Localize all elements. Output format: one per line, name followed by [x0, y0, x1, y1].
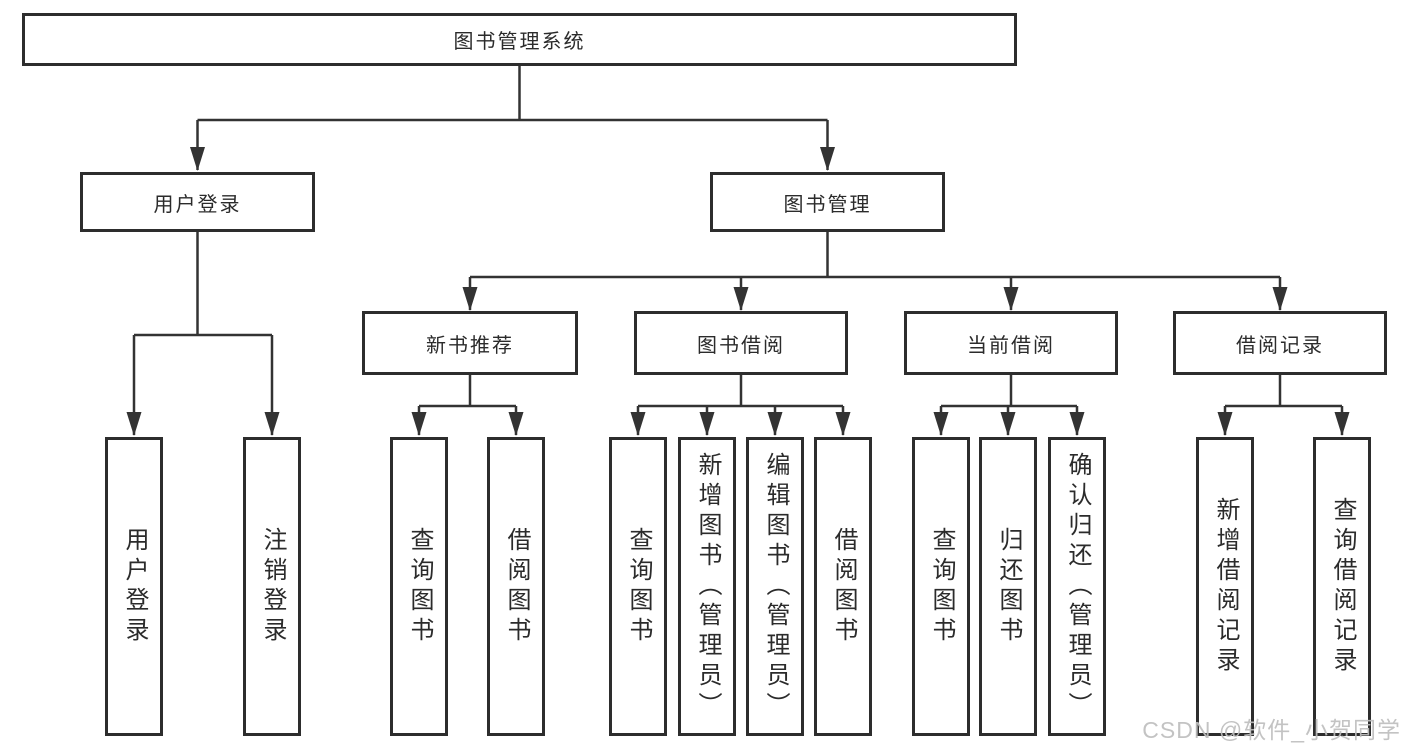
- node-label: 借阅图书: [503, 526, 530, 647]
- node-label: 查询图书: [406, 526, 433, 647]
- node-label: 新书推荐: [426, 334, 514, 357]
- node-label: 当前借阅: [967, 334, 1055, 357]
- node-label: 注销登录: [259, 526, 286, 647]
- leaf-query-books-current: 查询图书: [912, 437, 970, 736]
- arrowheads: [126, 147, 1350, 436]
- node-label: 归还图书: [995, 526, 1022, 647]
- node-label: 查询图书: [625, 526, 652, 647]
- leaf-query-books-borrow: 查询图书: [609, 437, 667, 736]
- node-book-management: 图书管理: [710, 172, 945, 232]
- leaf-query-borrow-record: 查询借阅记录: [1313, 437, 1371, 736]
- node-label: 用户登录: [153, 193, 242, 216]
- node-new-book-recommend: 新书推荐: [362, 311, 578, 375]
- node-label: 编辑图书（管理员）: [762, 451, 789, 722]
- node-label: 图书借阅: [697, 334, 785, 357]
- node-label: 图书管理: [783, 193, 872, 216]
- leaf-logout: 注销登录: [243, 437, 301, 736]
- node-book-borrow: 图书借阅: [634, 311, 848, 375]
- leaf-edit-books-admin: 编辑图书（管理员）: [746, 437, 804, 736]
- node-current-borrow: 当前借阅: [904, 311, 1118, 375]
- node-label: 用户登录: [121, 526, 148, 647]
- leaf-user-login: 用户登录: [105, 437, 163, 736]
- node-label: 借阅记录: [1236, 334, 1324, 357]
- node-borrow-records: 借阅记录: [1173, 311, 1387, 375]
- leaf-add-borrow-record: 新增借阅记录: [1196, 437, 1254, 736]
- node-label: 新增借阅记录: [1212, 496, 1239, 677]
- node-root-library-system: 图书管理系统: [22, 13, 1017, 66]
- node-label: 新增图书（管理员）: [694, 451, 721, 722]
- node-user-login: 用户登录: [80, 172, 315, 232]
- leaf-borrow-books: 借阅图书: [814, 437, 872, 736]
- leaf-query-books-recommend: 查询图书: [390, 437, 448, 736]
- csdn-watermark: CSDN @软件_小贺同学: [1142, 717, 1401, 743]
- node-label: 确认归还（管理员）: [1064, 451, 1091, 722]
- node-label: 查询借阅记录: [1329, 496, 1356, 677]
- leaf-confirm-return-admin: 确认归还（管理员）: [1048, 437, 1106, 736]
- leaf-borrow-books-recommend: 借阅图书: [487, 437, 545, 736]
- node-label: 图书管理系统: [453, 31, 586, 53]
- node-label: 借阅图书: [830, 526, 857, 647]
- leaf-return-books: 归还图书: [979, 437, 1037, 736]
- leaf-add-books-admin: 新增图书（管理员）: [678, 437, 736, 736]
- node-label: 查询图书: [928, 526, 955, 647]
